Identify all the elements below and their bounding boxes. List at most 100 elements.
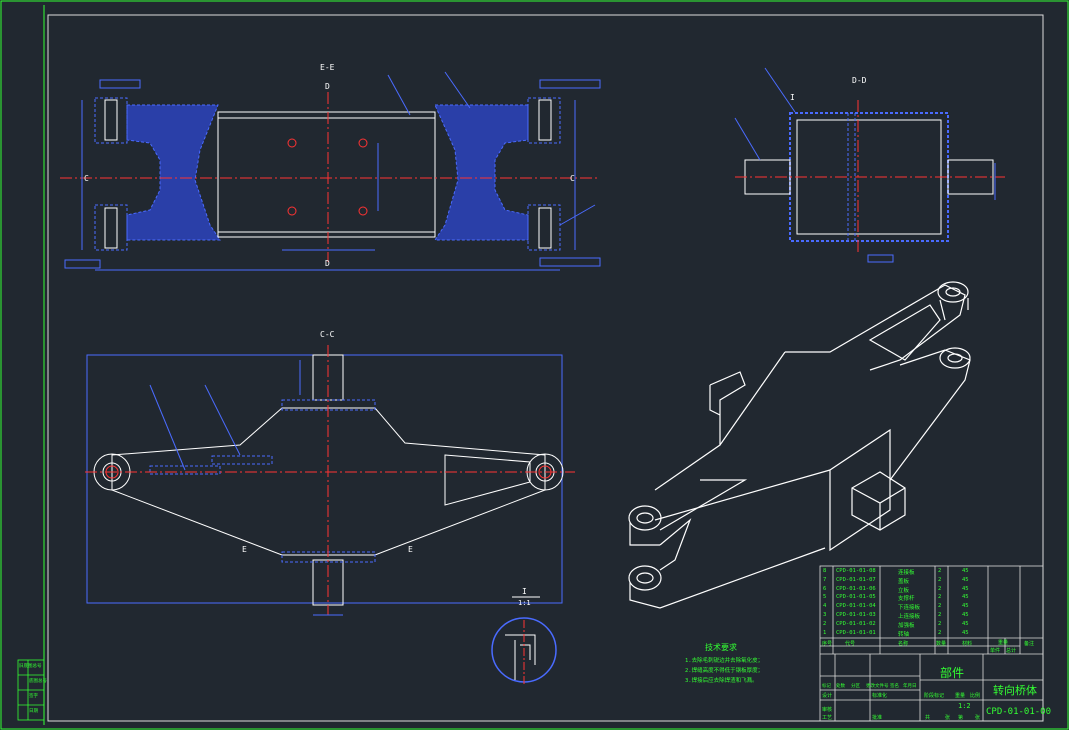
tb-review-label: 审核 (822, 707, 833, 713)
bom-cell-qty: 2 (938, 603, 942, 610)
ee-left-block-top (94, 97, 128, 144)
ee-side-mark-right: C (570, 174, 575, 183)
bom-header-remark: 备注 (1024, 641, 1035, 647)
ee-right-end-hatch (434, 104, 529, 241)
tb-category: 部件 (940, 666, 965, 680)
tb-page-of: 张 (975, 715, 981, 721)
tb-page-label: 第 (958, 715, 964, 721)
tb-weight-label: 重量 (955, 693, 966, 699)
ee-cut-mark-bottom: D (325, 259, 330, 268)
iso-boss-lower-inner (636, 512, 654, 524)
bom-cell-mat: 45 (962, 576, 969, 583)
bom-cell-code: CPD-01-01-08 (836, 568, 876, 574)
bom-cell-no: 1 (823, 629, 827, 636)
iso-body-underside (654, 469, 831, 521)
side-strip (17, 659, 45, 721)
bom-cell-mat: 45 (962, 603, 969, 610)
ee-hole-1 (287, 138, 297, 148)
ee-side-mark-left: C (84, 174, 89, 183)
cc-leader-1 (149, 384, 186, 471)
tb-designer-label: 设计 (822, 693, 833, 699)
ee-left-pin-bottom (104, 207, 118, 249)
cc-rib-1 (149, 465, 221, 475)
side-strip-label-4: 日期 (29, 709, 38, 714)
cc-leader-2 (204, 384, 241, 456)
bom-cell-no: 3 (823, 612, 827, 618)
bom-cell-mat: 45 (962, 568, 969, 574)
detail-view-i (491, 596, 557, 685)
tb-row-label-6: 年月日 (903, 684, 917, 689)
bom-cell-code: CPD-01-01-07 (836, 576, 876, 583)
dd-detail-mark: I (790, 93, 795, 102)
bom-cell-no: 8 (823, 568, 827, 574)
iso-cube-edges (851, 487, 906, 530)
bom-cell-qty: 2 (938, 576, 942, 583)
dd-leader-1 (764, 67, 796, 113)
side-strip-label-1: 旧底图总号 (19, 664, 42, 669)
tb-row-label-2: 处数 (836, 684, 845, 689)
bom-cell-code: CPD-01-01-03 (836, 612, 876, 618)
bom-cell-code: CPD-01-01-05 (836, 594, 876, 601)
bom-header-name: 名称 (898, 641, 909, 647)
ee-hole-2 (358, 138, 368, 148)
cc-view-title: C-C (320, 330, 335, 339)
ee-left-block-bottom (94, 204, 128, 251)
bom-header-total: 总计 (1006, 648, 1017, 654)
bom-cell-qty: 2 (938, 585, 942, 592)
iso-rib (659, 479, 748, 531)
iso-body-front (829, 428, 891, 552)
cc-right-fin (444, 454, 531, 506)
bom-cell-code: CPD-01-01-02 (836, 620, 876, 627)
cc-rib-2 (211, 455, 273, 465)
bom-cell-qty: 2 (938, 612, 942, 618)
bom-cell-name: 连接板 (898, 570, 915, 576)
ee-center-plate (217, 111, 436, 238)
cc-cut-mark-right: E (408, 545, 413, 554)
view-dd (734, 67, 1005, 263)
ee-view-title: E-E (320, 63, 335, 72)
ee-cut-mark-top: D (325, 82, 330, 91)
bom-cell-qty: 2 (938, 620, 942, 627)
bom-cell-no: 6 (823, 585, 827, 592)
detail-geometry (505, 634, 536, 680)
dd-leader-2 (734, 117, 761, 161)
view-isometric (628, 281, 971, 609)
bom-cell-mat: 45 (962, 629, 969, 636)
bom-cell-qty: 2 (938, 594, 942, 601)
iso-cube (851, 471, 906, 531)
detail-view-title: I (522, 587, 527, 596)
side-strip-label-2: 底图总号 (29, 679, 47, 684)
ee-right-pin-bottom (538, 207, 552, 249)
ee-hole-3 (287, 206, 297, 216)
bom-cell-name: 下连接板 (898, 605, 921, 612)
ee-callout-4 (64, 259, 101, 269)
iso-body-top-edge (719, 351, 786, 446)
tb-row-label-4: 更改文件号 (866, 684, 889, 689)
iso-arm-2 (889, 349, 971, 481)
bom-cell-code: CPD-01-01-06 (836, 585, 876, 592)
iso-boss-top-inner (945, 287, 961, 297)
bom-header-no: 序号 (822, 641, 833, 647)
cc-cut-mark-left: E (242, 545, 247, 554)
iso-boss-lower-outer (628, 505, 662, 531)
ee-left-pin-top (104, 99, 118, 141)
tech-req-title: 技术要求 (705, 643, 737, 652)
dd-callout (867, 254, 894, 263)
tb-row-label-5: 签名 (890, 684, 899, 689)
title-block-border (819, 565, 1044, 722)
bom-header-mat: 材料 (962, 641, 973, 647)
iso-boss-top-outer (937, 281, 969, 303)
bom-cell-mat: 45 (962, 585, 969, 592)
inner-frame (47, 14, 1044, 722)
side-strip-label-3: 签字 (29, 694, 38, 699)
iso-boss-bottom-side (629, 547, 826, 609)
tb-scale: 1:2 (958, 702, 971, 710)
iso-body-left-edge (709, 385, 721, 416)
tb-process-label: 工艺 (822, 715, 833, 721)
bom-cell-name: 立板 (898, 587, 910, 594)
ee-hole-4 (358, 206, 368, 216)
ee-right-block-bottom (527, 204, 561, 251)
view-ee (60, 71, 601, 271)
bom-header-code: 代号 (845, 641, 856, 647)
